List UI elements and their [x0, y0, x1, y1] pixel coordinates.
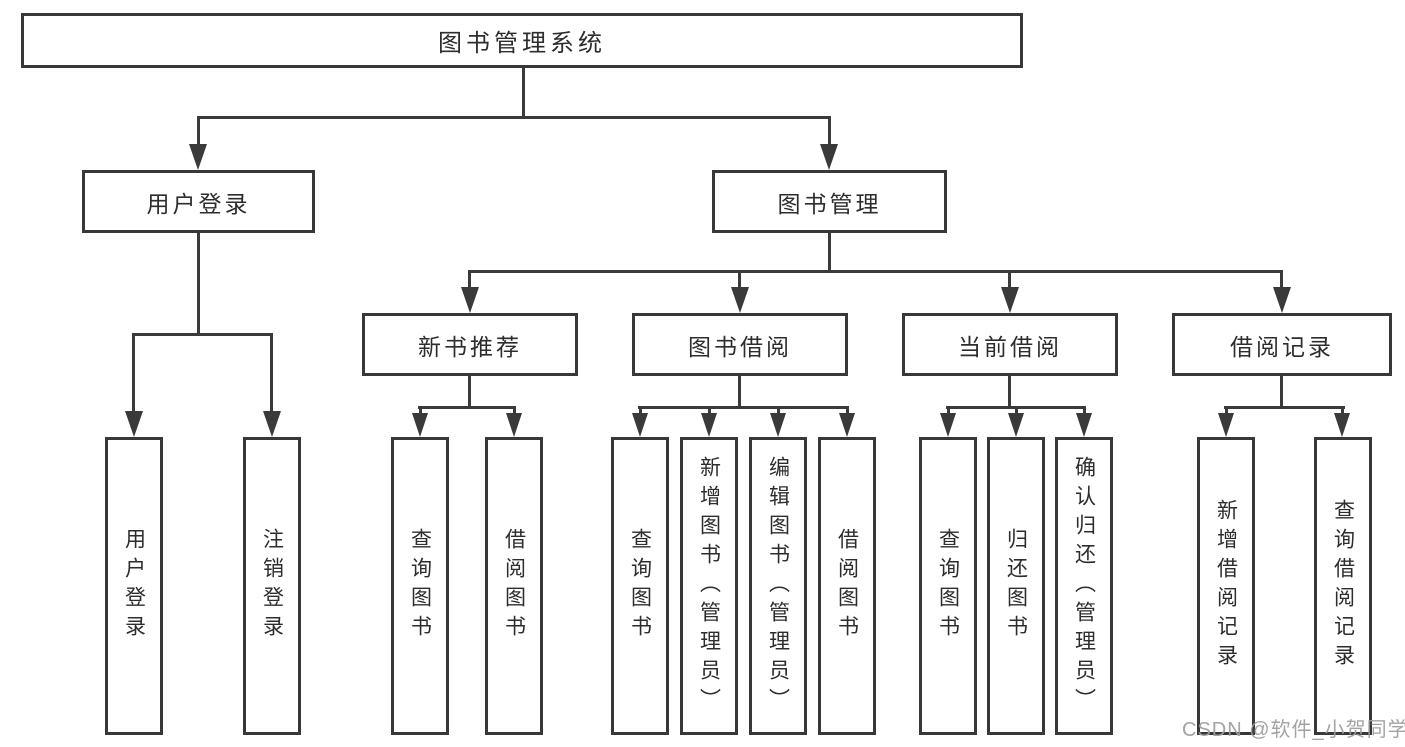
leaf-newbook-borrow-books: 借阅图书 [485, 437, 543, 735]
node-book-borrowing-label: 图书借阅 [688, 333, 792, 360]
arrow-down-icon [839, 413, 855, 437]
arrow-down-icon [1076, 413, 1092, 437]
leaf-newbook-query-books-label: 查询图书 [408, 528, 432, 644]
connector-line [828, 118, 831, 144]
node-root: 图书管理系统 [21, 13, 1023, 68]
arrow-down-icon [125, 411, 143, 437]
leaf-add-books-admin-label: 新增图书（管理员） [697, 455, 721, 717]
arrow-down-icon [770, 413, 786, 437]
arrow-down-icon [731, 287, 749, 313]
arrow-down-icon [1001, 287, 1019, 313]
node-borrowing-records-label: 借阅记录 [1230, 333, 1334, 360]
connector-line [947, 408, 950, 414]
leaf-borrow-query-books: 查询图书 [611, 437, 669, 735]
node-book-management-label: 图书管理 [777, 190, 882, 217]
arrow-down-icon [263, 411, 281, 437]
connector-line [468, 272, 471, 289]
connector-line [946, 406, 1086, 409]
connector-line [1280, 272, 1283, 289]
arrow-down-icon [1218, 413, 1234, 437]
connector-line [197, 233, 200, 335]
leaf-confirm-return-admin-label: 确认归还（管理员） [1072, 455, 1096, 717]
leaf-logout-label: 注销登录 [260, 528, 284, 644]
leaf-edit-books-admin-label: 编辑图书（管理员） [766, 455, 790, 717]
connector-line [708, 408, 711, 414]
node-book-management: 图书管理 [712, 170, 947, 233]
leaf-user-login-label: 用户登录 [122, 528, 146, 644]
csdn-watermark: CSDN @软件_小贺同学 [1182, 719, 1405, 741]
connector-line [1225, 408, 1228, 414]
leaf-borrow-books: 借阅图书 [818, 437, 876, 735]
arrow-down-icon [412, 413, 428, 437]
connector-line [132, 333, 273, 336]
arrow-down-icon [632, 413, 648, 437]
node-user-login: 用户登录 [82, 170, 315, 233]
node-book-borrowing: 图书借阅 [632, 313, 848, 376]
node-new-book-recommend: 新书推荐 [362, 313, 578, 376]
node-borrowing-records: 借阅记录 [1172, 313, 1392, 376]
arrow-down-icon [461, 287, 479, 313]
connector-line [639, 408, 642, 414]
leaf-edit-books-admin: 编辑图书（管理员） [749, 437, 807, 735]
arrow-down-icon [820, 144, 838, 170]
leaf-confirm-return-admin: 确认归还（管理员） [1055, 437, 1113, 735]
connector-line [1015, 408, 1018, 414]
connector-line [418, 406, 516, 409]
connector-line [468, 270, 1283, 273]
node-current-borrowing: 当前借阅 [902, 313, 1118, 376]
leaf-borrow-query-books-label: 查询图书 [628, 528, 652, 644]
connector-line [419, 408, 422, 414]
node-current-borrowing-label: 当前借阅 [958, 333, 1062, 360]
connector-line [1280, 376, 1283, 408]
leaf-newbook-query-books: 查询图书 [391, 437, 449, 735]
connector-line [522, 68, 525, 118]
leaf-query-borrow-record: 查询借阅记录 [1314, 437, 1372, 735]
leaf-return-books: 归还图书 [987, 437, 1045, 735]
arrow-down-icon [701, 413, 717, 437]
node-user-login-label: 用户登录 [146, 190, 251, 217]
arrow-down-icon [189, 144, 207, 170]
leaf-newbook-borrow-books-label: 借阅图书 [502, 528, 526, 644]
arrow-down-icon [1273, 287, 1291, 313]
connector-line [468, 376, 471, 408]
connector-line [828, 233, 831, 272]
connector-line [1008, 272, 1011, 289]
node-root-label: 图书管理系统 [438, 30, 606, 57]
node-new-book-recommend-label: 新书推荐 [418, 333, 522, 360]
connector-line [638, 406, 849, 409]
arrow-down-icon [1008, 413, 1024, 437]
arrow-down-icon [1334, 413, 1350, 437]
leaf-borrow-books-label: 借阅图书 [835, 528, 859, 644]
leaf-current-query-books-label: 查询图书 [936, 528, 960, 644]
arrow-down-icon [506, 413, 522, 437]
connector-line [1341, 408, 1344, 414]
leaf-return-books-label: 归还图书 [1004, 528, 1028, 644]
leaf-logout: 注销登录 [243, 437, 301, 735]
connector-line [738, 376, 741, 408]
arrow-down-icon [940, 413, 956, 437]
connector-line [846, 408, 849, 414]
connector-line [513, 408, 516, 414]
connector-line [270, 335, 273, 413]
connector-line [132, 335, 135, 413]
connector-line [197, 116, 831, 119]
leaf-add-borrow-record-label: 新增借阅记录 [1214, 499, 1238, 673]
leaf-current-query-books: 查询图书 [919, 437, 977, 735]
leaf-query-borrow-record-label: 查询借阅记录 [1331, 499, 1355, 673]
leaf-add-books-admin: 新增图书（管理员） [680, 437, 738, 735]
connector-line [777, 408, 780, 414]
connector-line [1224, 406, 1345, 409]
leaf-add-borrow-record: 新增借阅记录 [1197, 437, 1255, 735]
connector-line [738, 272, 741, 289]
connector-line [1083, 408, 1086, 414]
connector-line [1008, 376, 1011, 408]
connector-line [197, 118, 200, 144]
leaf-user-login: 用户登录 [105, 437, 163, 735]
